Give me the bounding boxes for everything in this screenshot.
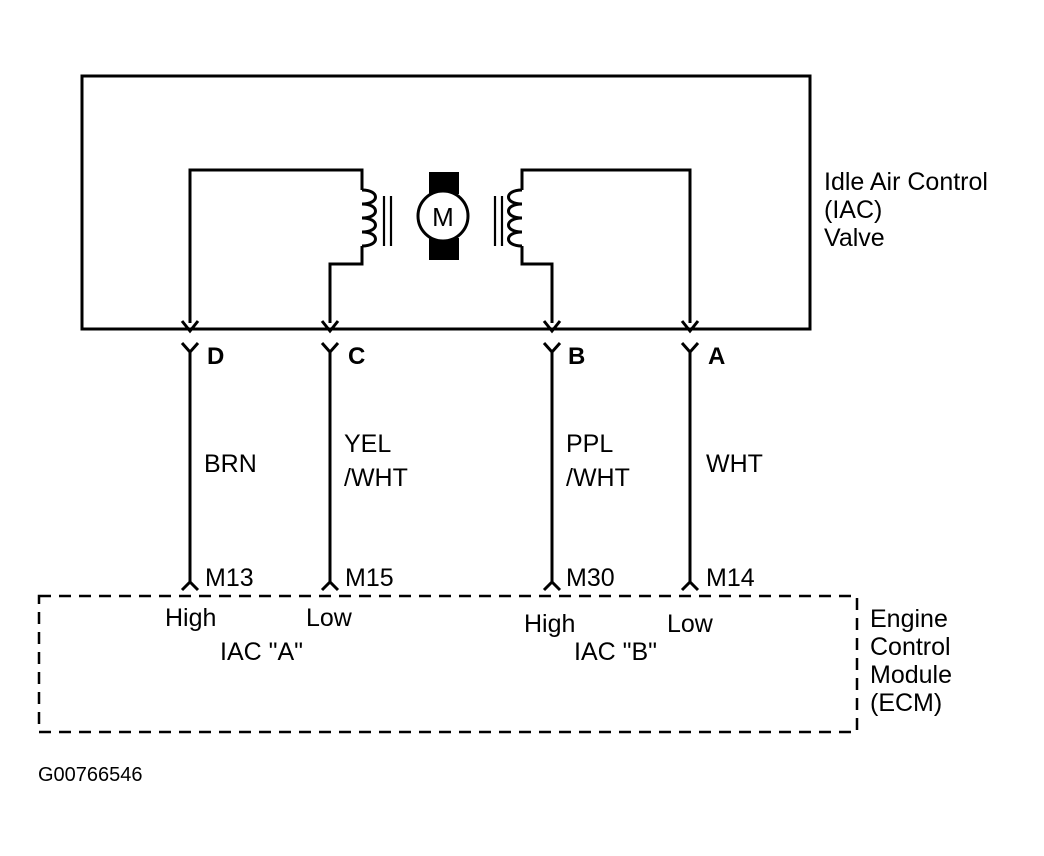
iac-valve-box (80, 74, 812, 331)
motor-pole-top (429, 172, 459, 194)
wire-a-color: WHT (706, 450, 763, 478)
valve-title-line2: (IAC) (824, 196, 882, 224)
terminal-m13: M13 (205, 564, 254, 592)
circuit-iac-b: IAC "B" (574, 638, 657, 666)
valve-title-line3: Valve (824, 224, 885, 252)
level-d: High (165, 604, 216, 632)
pin-d-label: D (207, 343, 224, 370)
ecm-box (37, 594, 859, 734)
ecm-title-line1: Engine (870, 605, 948, 633)
wire-b-color-line1: PPL (566, 430, 613, 458)
wire-d-color: BRN (204, 450, 257, 478)
motor-pole-bottom (429, 238, 459, 260)
level-a: Low (667, 610, 714, 638)
terminal-m30: M30 (566, 564, 615, 592)
motor-label: M (432, 202, 454, 232)
motor: M (416, 172, 470, 260)
valve-connector-arrows (180, 320, 700, 334)
level-c: Low (306, 604, 353, 632)
level-b: High (524, 610, 575, 638)
wire-c-color-line1: YEL (344, 430, 391, 458)
ecm-title-line2: Control (870, 633, 951, 661)
pin-c-label: C (348, 343, 365, 370)
coil-a (188, 168, 393, 323)
pin-a-label: A (708, 343, 725, 370)
harness-wires (180, 342, 700, 592)
circuit-iac-a: IAC "A" (220, 638, 303, 666)
coil-b (493, 168, 692, 323)
figure-id: G00766546 (38, 764, 143, 786)
terminal-m15: M15 (345, 564, 394, 592)
wire-c-color-line2: /WHT (344, 464, 408, 492)
wire-b-color-line2: /WHT (566, 464, 630, 492)
ecm-title-line4: (ECM) (870, 689, 942, 717)
pin-b-label: B (568, 343, 585, 370)
ecm-title-line3: Module (870, 661, 952, 689)
motor-icon (416, 189, 470, 243)
valve-title-line1: Idle Air Control (824, 168, 988, 196)
terminal-m14: M14 (706, 564, 755, 592)
